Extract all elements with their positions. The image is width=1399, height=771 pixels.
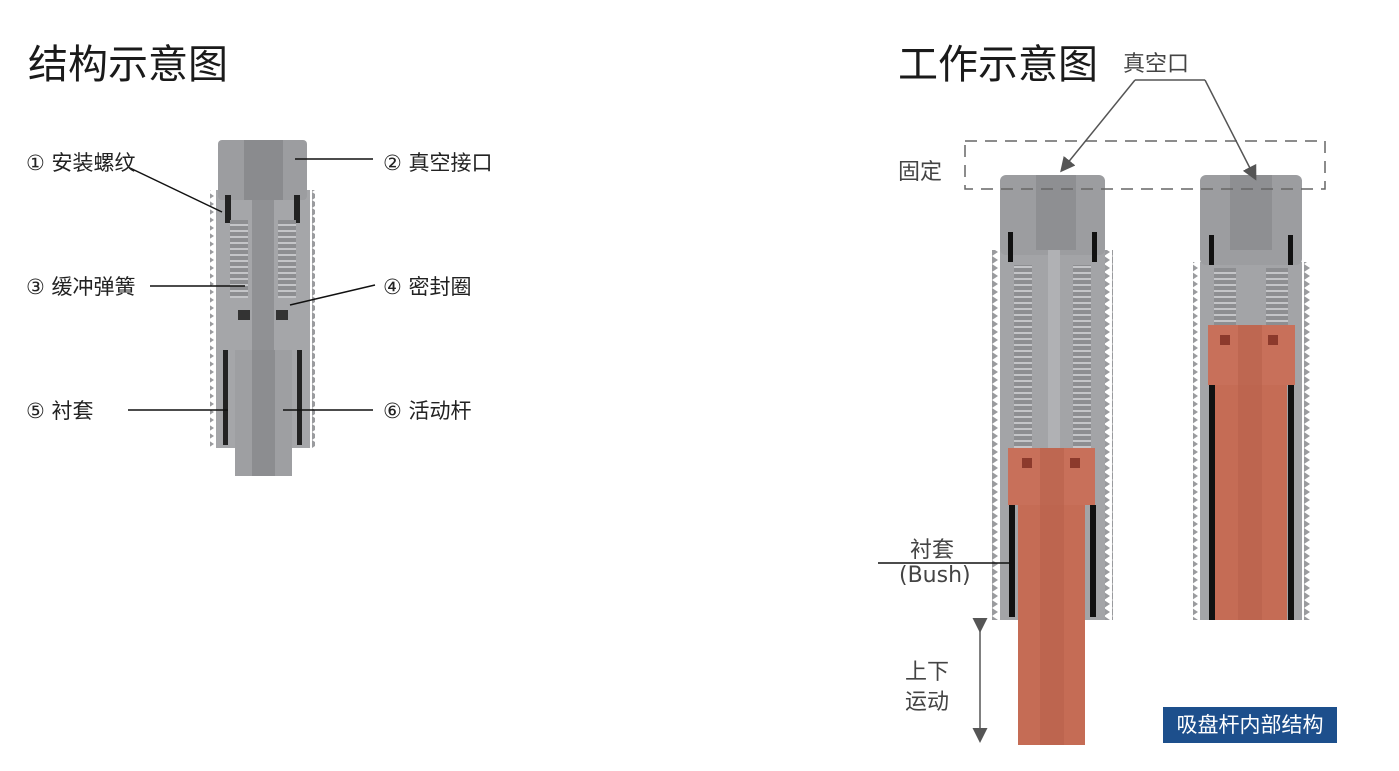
retracted-rod-diagram bbox=[1193, 175, 1310, 620]
right-annotations bbox=[878, 79, 1257, 743]
label-mounting-thread: ① 安装螺纹 bbox=[26, 151, 136, 175]
label-motion-1: 上下 bbox=[905, 660, 950, 685]
label-seal-ring: ④ 密封圈 bbox=[383, 275, 472, 299]
label-buffer-spring: ③ 缓冲弹簧 bbox=[26, 275, 136, 299]
extended-rod-diagram bbox=[992, 175, 1113, 745]
label-bush-cn: 衬套 bbox=[910, 538, 955, 563]
label-bush: ⑤ 衬套 bbox=[26, 399, 94, 423]
fixed-zone-box bbox=[964, 140, 1326, 190]
label-vacuum-inlet: 真空口 bbox=[1123, 52, 1190, 77]
left-suction-rod-diagram bbox=[210, 140, 315, 476]
label-bush-en: (Bush) bbox=[899, 563, 971, 588]
label-fixed: 固定 bbox=[898, 160, 943, 185]
working-title: 工作示意图 bbox=[898, 42, 1098, 88]
label-motion-2: 运动 bbox=[905, 690, 950, 715]
left-leader-lines bbox=[128, 158, 376, 411]
label-moving-rod: ⑥ 活动杆 bbox=[383, 399, 472, 423]
label-vacuum-port: ② 真空接口 bbox=[383, 151, 493, 175]
caption-badge: 吸盘杆内部结构 bbox=[1163, 707, 1337, 743]
structure-title: 结构示意图 bbox=[28, 42, 228, 88]
